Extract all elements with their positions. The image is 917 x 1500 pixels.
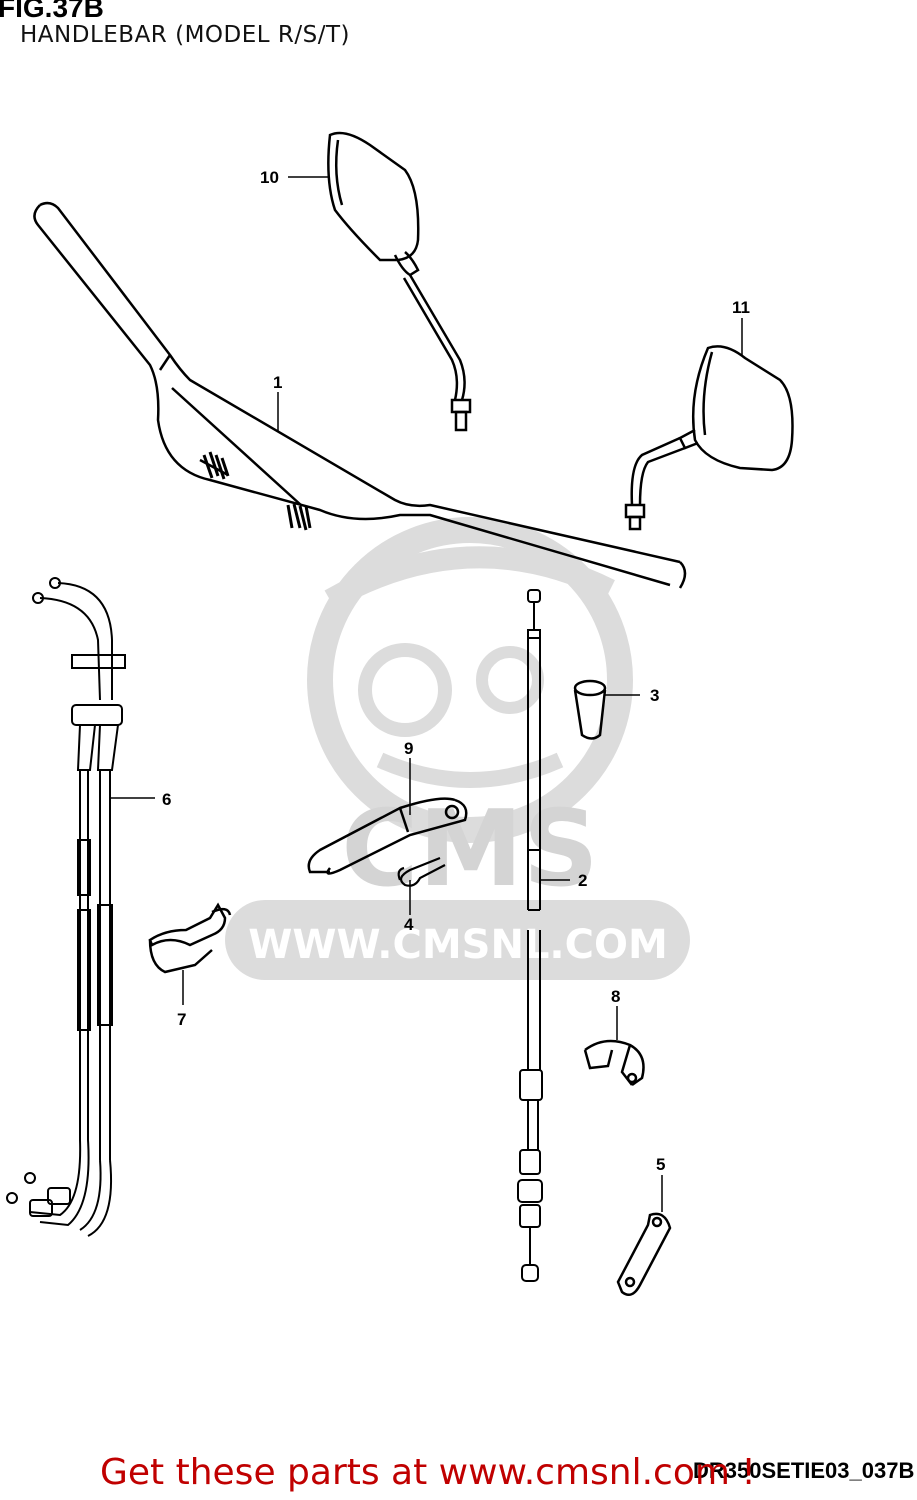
callout-5: 5 [656,1155,665,1174]
watermark-url: WWW.CMSNL.COM [248,922,668,968]
callout-6: 6 [162,790,171,809]
part-10-mirror-left [327,131,472,432]
part-11-mirror-right [624,345,794,531]
callout-8: 8 [611,987,620,1006]
callout-1: 1 [273,373,282,392]
part-7-holder [148,902,232,974]
part-6-throttle-cable [6,577,126,1237]
parts-shop-link[interactable]: Get these parts at www.cmsnl.com ! [100,1452,756,1493]
figure-subtitle: HANDLEBAR (MODEL R/S/T) [20,22,350,48]
callout-3: 3 [650,686,659,705]
part-2-clutch-cable [517,589,543,1282]
part-9-bracket [307,797,468,875]
part-1-handlebar [33,201,687,589]
leader-lines [110,176,743,1212]
callout-2: 2 [578,871,587,890]
callout-9: 9 [404,739,413,758]
callout-7: 7 [177,1010,186,1029]
figure-title: FIG.37B [0,0,104,23]
part-8-clamp [583,1039,645,1087]
part-3-cover [573,679,607,740]
part-5-plate [616,1212,672,1297]
callout-4: 4 [404,915,414,934]
callout-10: 10 [260,168,279,187]
cmsnl-watermark: CMS WWW.CMSNL.COM [225,517,690,980]
callout-11: 11 [732,298,750,317]
part-4-clip [397,856,446,887]
diagram-code: DR350SETIE03_037B [693,1458,915,1483]
